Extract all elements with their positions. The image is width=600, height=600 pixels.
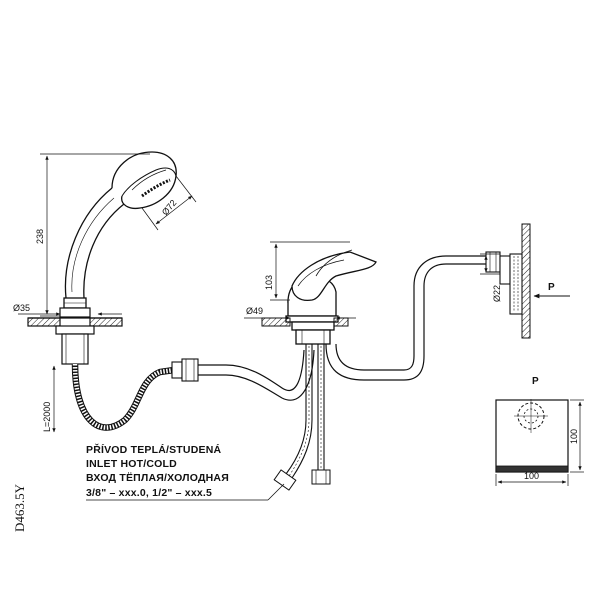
dim-mixer-height [270,241,350,301]
inlet-note-line1: PŘÍVOD TEPLÁ/STUDENÁ [86,443,221,456]
dim-box [495,399,584,486]
hose-length-label: L=2000 [42,402,52,432]
flexible-hose [71,363,175,431]
inlet-note-line2: INLET HOT/COLD [86,458,177,470]
hole-left-label: Ø35 [13,303,30,313]
view-label: P [532,376,539,387]
box-width-label: 100 [524,471,539,481]
dim-handshower-diameter [141,175,197,231]
wall-pipe-label: Ø22 [492,285,502,302]
inlet-hose-braid [288,346,322,477]
hand-shower [63,151,177,309]
mixer-body [285,249,377,345]
inlet-hoses [285,344,325,479]
handshower-diameter-label: Ø72 [160,198,179,217]
spout-pipe [325,255,486,381]
inlet-note-line4: 3/8" – xxx.0, 1/2" – xxx.5 [86,487,212,499]
pressure-arrow-label: P [548,282,555,293]
box-height-label: 100 [569,429,579,444]
product-code: D463.5Y [12,483,27,532]
shower-height-label: 238 [35,229,45,244]
diverter-pipe [198,349,315,401]
shower-holder [27,307,123,365]
mixer-height-label: 103 [264,275,274,290]
inlet-note-line3: ВХОД ТЁПЛАЯ/ХОЛОДНАЯ [86,471,229,484]
dim-wall-pipe [480,253,500,275]
wall-outlet [485,251,523,315]
wall-section [521,223,531,339]
inlet-fittings [273,469,331,491]
inlet-leader [86,483,285,501]
hose-connector [171,358,199,382]
hole-mixer-label: Ø49 [246,306,263,316]
view-p-plate [495,399,569,473]
